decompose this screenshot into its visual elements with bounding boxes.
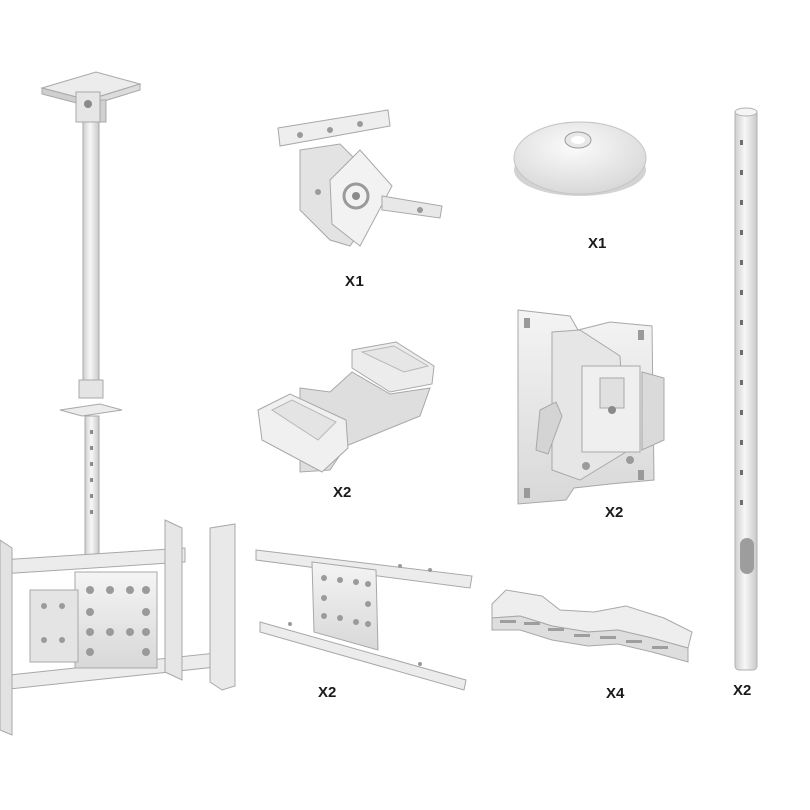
- rail-arms-image: [255, 549, 473, 691]
- cover-plate-image: [513, 121, 647, 196]
- pole-clamp-quantity: X2: [333, 484, 351, 501]
- cover-plate-quantity: X1: [588, 235, 606, 252]
- swivel-plate-quantity: X2: [605, 504, 623, 521]
- extension-pole-image: [734, 107, 758, 671]
- tilt-bracket-quantity: X1: [345, 273, 364, 290]
- rail-arms-quantity: X2: [318, 684, 336, 701]
- swivel-plate-image: [517, 309, 665, 505]
- tilt-bracket-image: [277, 109, 443, 247]
- cable-tray-image: [491, 589, 693, 663]
- assembled-mount-image: [0, 71, 236, 736]
- cable-tray-quantity: X4: [606, 685, 625, 702]
- pole-clamp-image: [257, 341, 435, 473]
- extension-pole-quantity: X2: [733, 682, 751, 699]
